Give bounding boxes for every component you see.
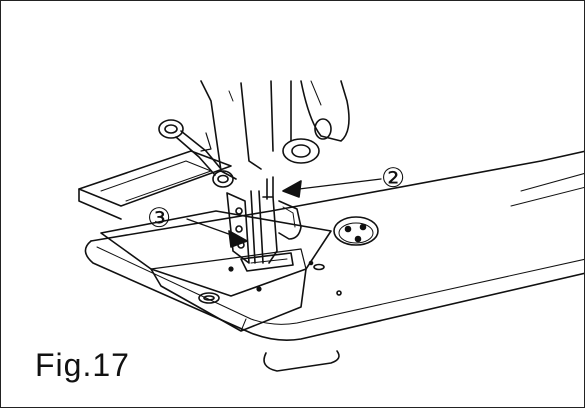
callout-3-arrowhead xyxy=(228,230,248,248)
figure-label: Fig.17 xyxy=(35,347,130,383)
presser-foot-assembly xyxy=(226,176,302,272)
rear-frame xyxy=(78,150,232,220)
needle-plate xyxy=(100,210,342,332)
presser-lever xyxy=(158,119,234,188)
callout-2-leader xyxy=(298,178,382,190)
callout-2-arrowhead xyxy=(282,180,302,198)
callout-2-label: ② xyxy=(381,163,406,194)
machine-table xyxy=(84,150,584,372)
callout-3-label: ③ xyxy=(147,203,172,234)
machine-head xyxy=(200,80,350,180)
round-cover xyxy=(333,216,379,246)
